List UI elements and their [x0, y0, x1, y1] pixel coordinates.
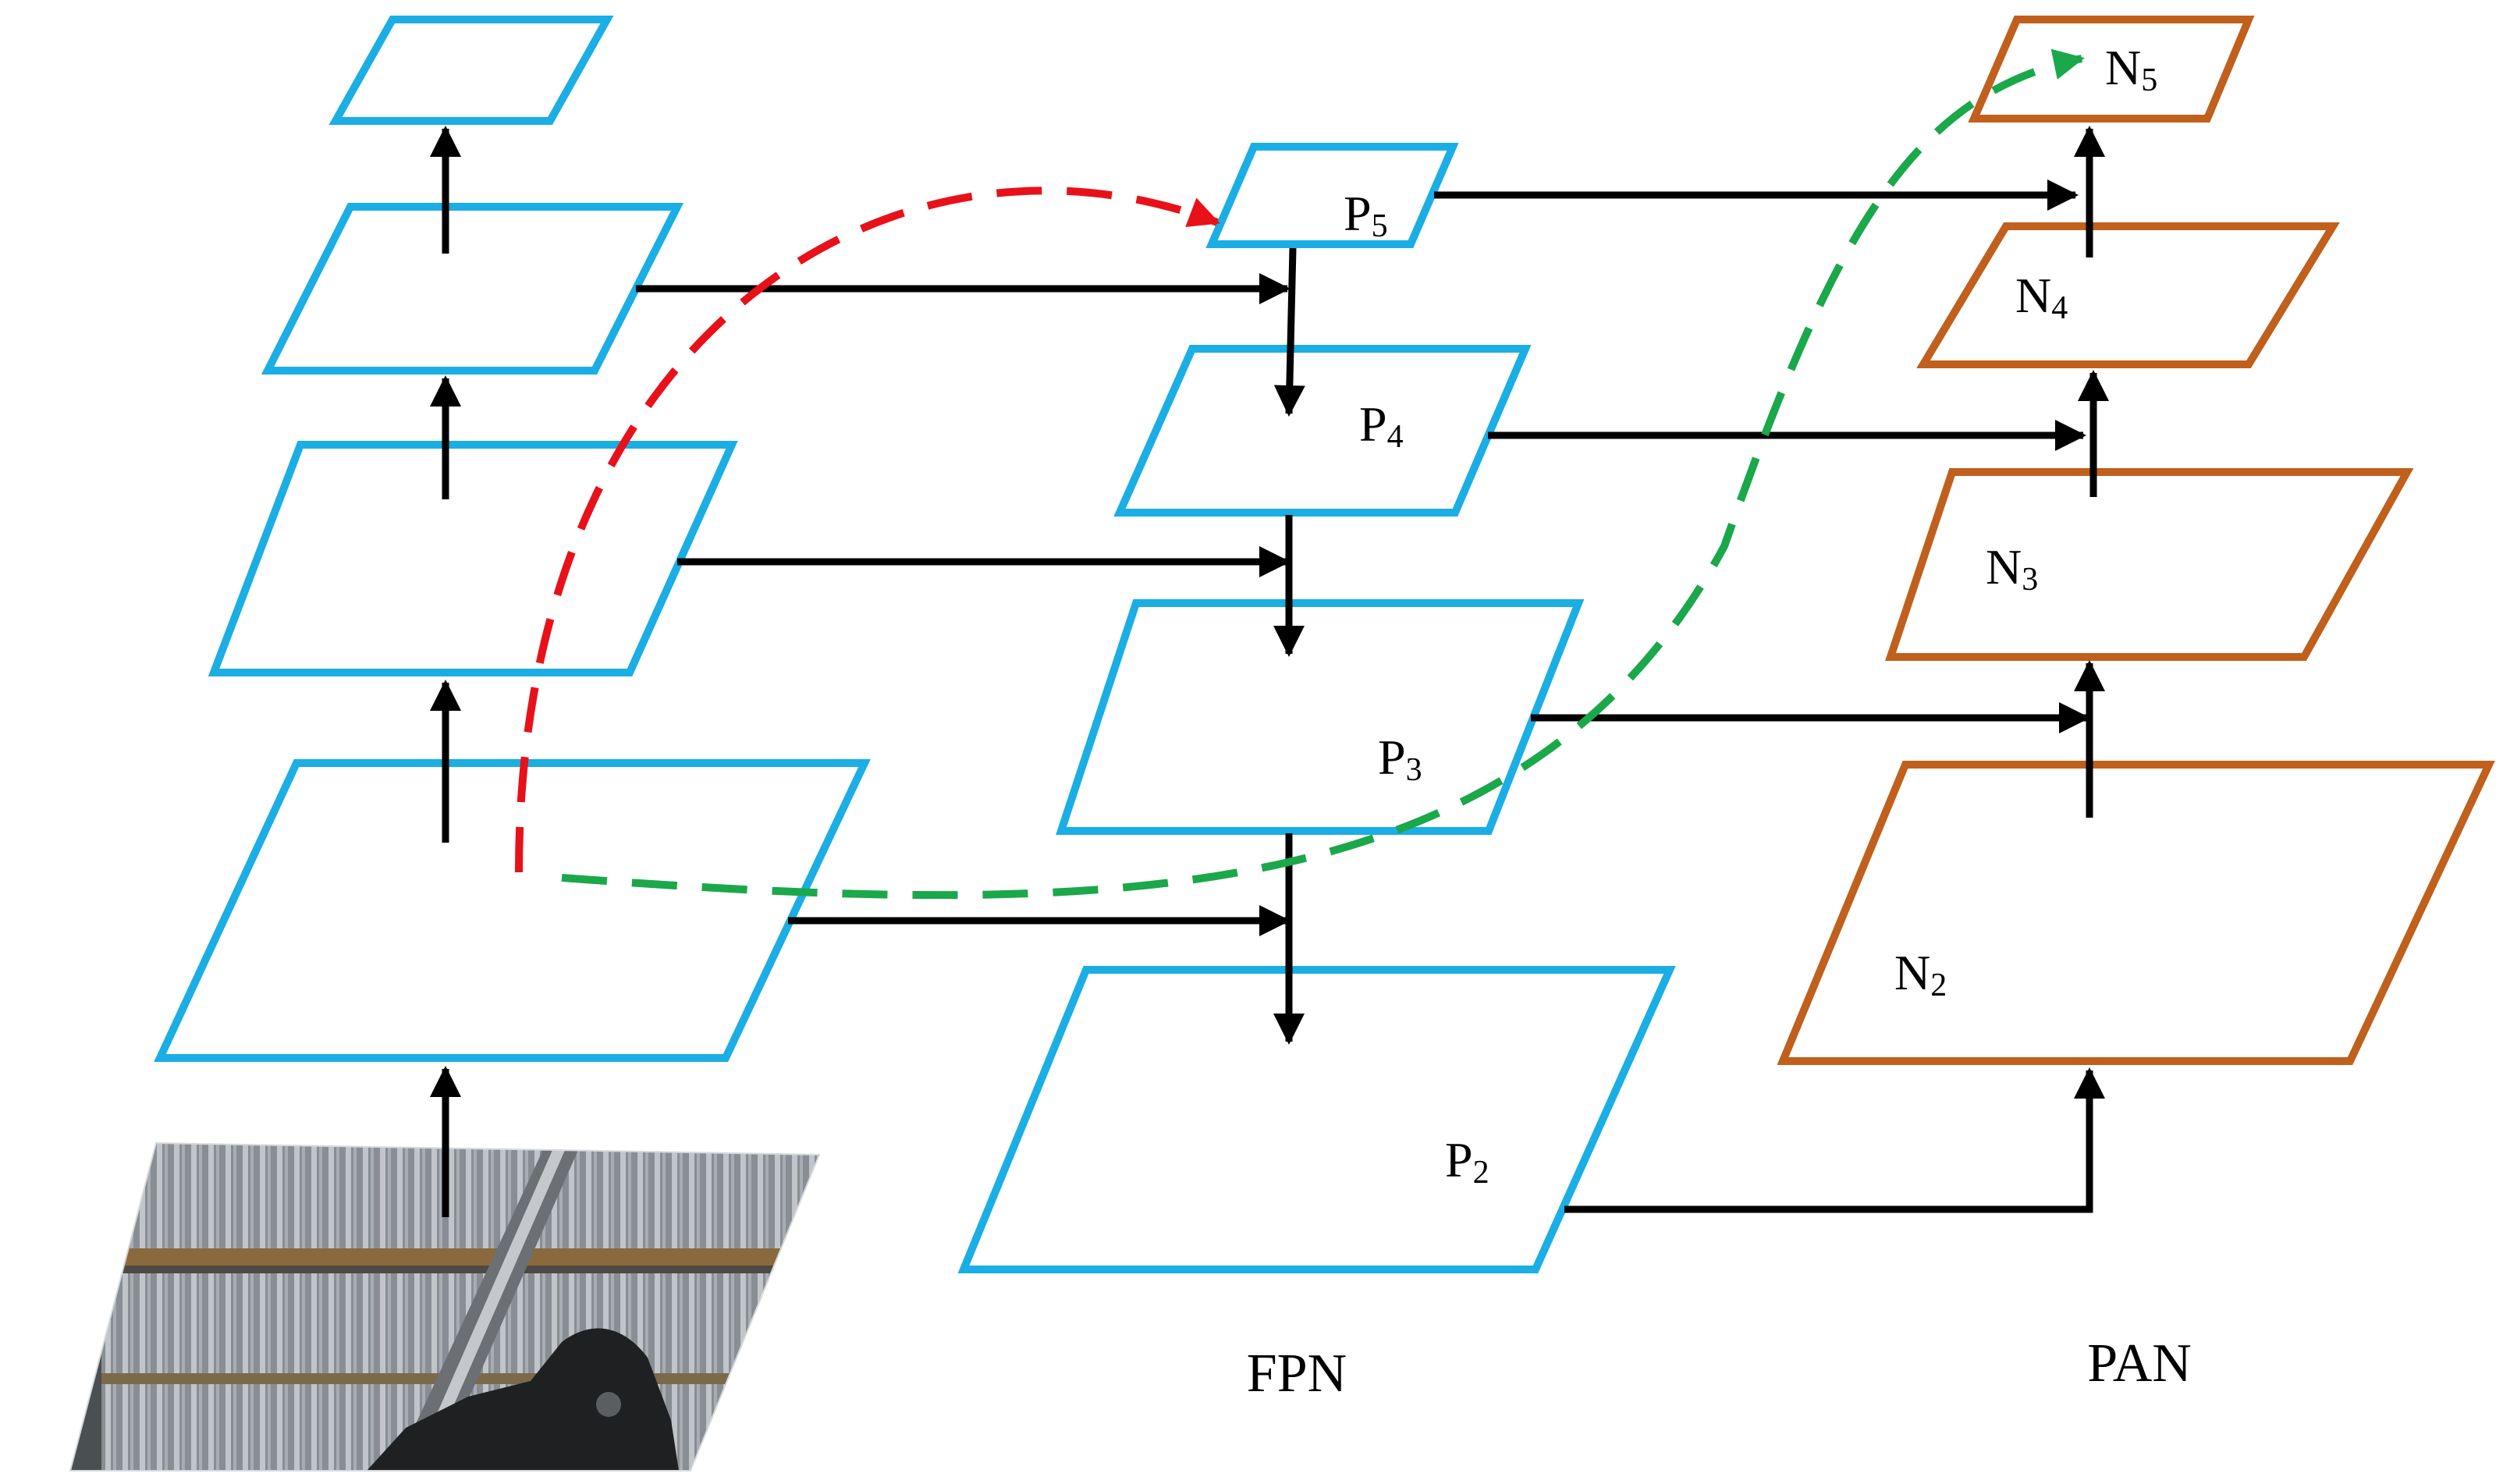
fpn-title: FPN [1247, 1344, 1347, 1404]
backbone-layer-5 [328, 16, 614, 125]
fpn-label-p2: P2 [1445, 1132, 1489, 1191]
fpn-labels: P5 P4 P3 P2 FPN [1247, 186, 1489, 1404]
fpn-arrows [636, 247, 1305, 1045]
pan-level-n4 [1916, 222, 2340, 368]
backbone [154, 16, 871, 1062]
pan-title: PAN [2087, 1333, 2192, 1393]
fpn-level-p5 [1205, 143, 1459, 248]
fpn-label-p3: P3 [1378, 730, 1422, 788]
pan-labels: N5 N4 N3 N2 PAN [1894, 40, 2192, 1393]
fpn [957, 143, 1676, 1273]
pan-label-n2: N2 [1894, 945, 1947, 1003]
fpn-level-p4 [1113, 345, 1532, 517]
pan-label-n4: N4 [2015, 268, 2068, 326]
fpn-level-p3 [1056, 599, 1585, 835]
pan-arrows [1434, 126, 2109, 1213]
pan-level-n3 [1885, 468, 2414, 661]
backbone-layer-4 [261, 203, 684, 375]
fpn-level-p2 [957, 966, 1676, 1273]
backbone-layer-3 [208, 441, 738, 676]
fpn-label-p4: P4 [1359, 396, 1404, 455]
pan [1777, 16, 2495, 1065]
pan-level-n5 [1968, 16, 2255, 122]
pan-label-n5: N5 [2105, 40, 2157, 98]
pan-label-n3: N3 [1986, 539, 2038, 598]
pan-level-n2 [1777, 761, 2495, 1065]
top-down-shortcut-path [515, 186, 1220, 873]
bottom-up-shortcut-path [561, 48, 2085, 900]
fpn-label-p5: P5 [1344, 186, 1388, 244]
backbone-layer-2 [154, 759, 871, 1062]
